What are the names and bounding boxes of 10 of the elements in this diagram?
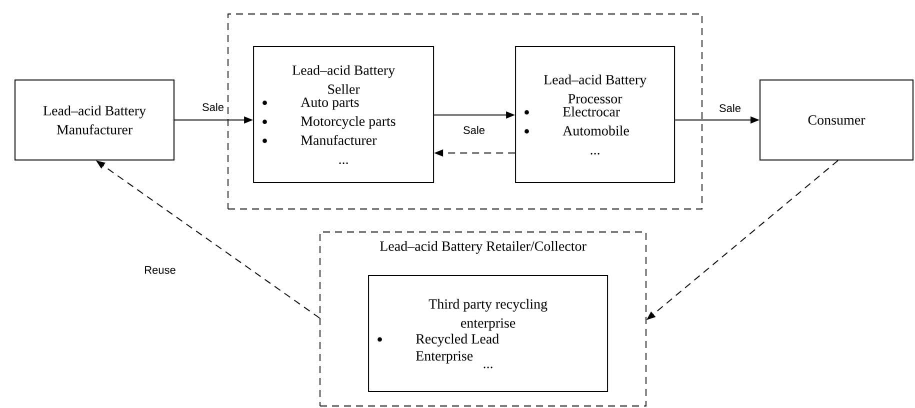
edge-label: Reuse	[143, 265, 177, 275]
edge-label: Sale	[718, 102, 742, 114]
process-box: Third party recycling enterprise Recycled Lead Enterprise ...	[368, 275, 608, 392]
process-box: Lead–acid Battery Processor Electrocar Automobile ...	[515, 46, 676, 184]
group-box	[228, 14, 702, 210]
process-box: Consumer	[760, 80, 914, 160]
process-box: Lead–acid Battery Seller Auto parts Motorcycle parts Manufacturer ...	[253, 46, 434, 184]
edge-label: Sale	[201, 102, 226, 112]
process-box: Lead–acid Battery Manufacturer	[14, 80, 174, 160]
edge-label: Sale	[462, 124, 486, 136]
